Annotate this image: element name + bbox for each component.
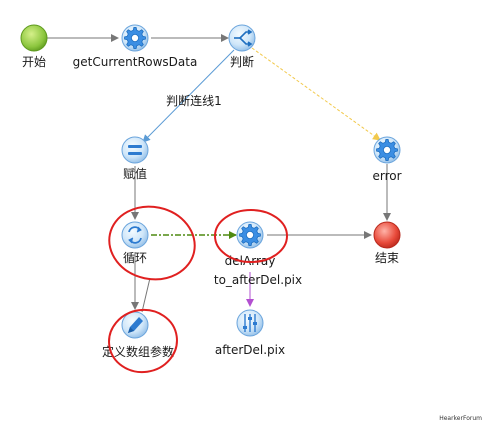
node-loop[interactable]: 循环	[121, 221, 149, 265]
decision-icon	[228, 24, 256, 52]
gear-icon-glyph	[239, 223, 261, 247]
gear-icon-glyph	[124, 26, 146, 50]
highlight-annotations	[108, 205, 288, 374]
start-node-icon	[20, 24, 48, 52]
assign-label: 赋值	[123, 166, 147, 181]
cycle-icon	[128, 226, 142, 244]
edge-decision-to-error[interactable]	[251, 47, 381, 141]
sliders-icon	[243, 314, 257, 332]
end-label: 结束	[375, 251, 399, 265]
decision-link-label: 判断连线1	[166, 93, 222, 108]
connectors	[47, 34, 391, 313]
branch-icon	[234, 29, 253, 47]
start-label: 开始	[22, 55, 46, 69]
node-get-rows[interactable]: getCurrentRowsData	[73, 24, 198, 69]
highlight-circle-define-params	[108, 308, 178, 374]
get-rows-label: getCurrentRowsData	[73, 55, 198, 69]
after-del-label: afterDel.pix	[215, 343, 285, 357]
end-node-icon	[373, 221, 401, 249]
node-start[interactable]: 开始	[20, 24, 48, 69]
loop-icon	[121, 221, 149, 249]
highlight-circle-loop	[108, 205, 196, 281]
watermark: HearkerForum	[439, 415, 482, 422]
to-after-del-label: to_afterDel.pix	[214, 273, 302, 287]
error-label: error	[372, 169, 401, 183]
node-assign[interactable]: 赋值	[121, 136, 149, 181]
equals-icon	[128, 145, 142, 155]
gear-icon-glyph	[376, 138, 398, 162]
node-error[interactable]: error	[372, 136, 402, 183]
define-params-label: 定义数组参数	[102, 344, 174, 359]
decision-label: 判断	[230, 54, 254, 69]
node-define-params[interactable]: 定义数组参数	[102, 311, 174, 359]
node-end[interactable]: 结束	[373, 221, 401, 265]
loop-label: 循环	[123, 251, 147, 265]
assign-icon	[121, 136, 149, 164]
highlight-circle-del-array	[214, 209, 288, 263]
node-decision[interactable]: 判断	[228, 24, 256, 69]
edge-decision-to-assign[interactable]	[142, 49, 235, 143]
pencil-icon	[128, 317, 143, 333]
edge-define-params-back[interactable]	[141, 277, 151, 313]
node-after-del[interactable]: afterDel.pix	[215, 309, 285, 357]
